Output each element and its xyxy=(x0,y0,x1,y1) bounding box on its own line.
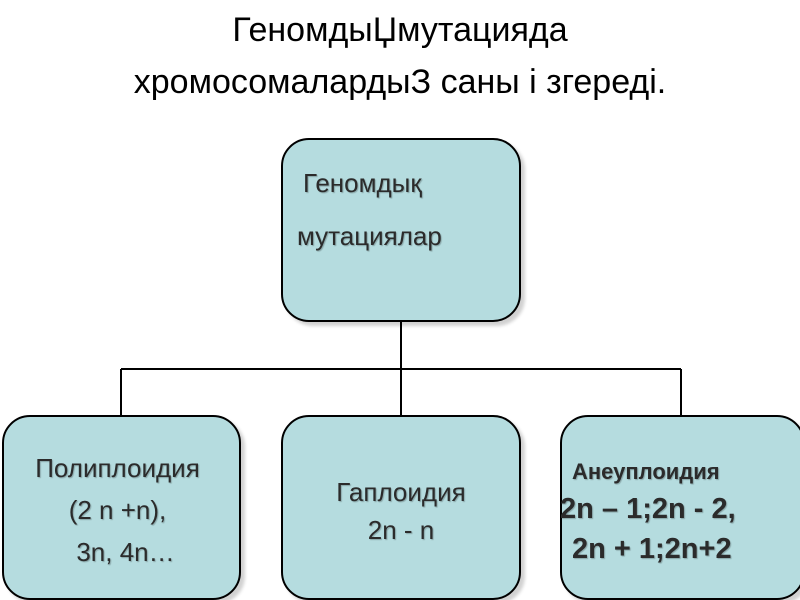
node-haploidy: Гаплоидия 2n - n xyxy=(281,415,521,600)
node-genomic-mutations: Геномдық мутациялар xyxy=(281,138,521,322)
node-aneuploidy-line-1: Анеуплоидия xyxy=(572,459,720,484)
node-aneuploidy-line-3: 2n + 1;2n+2 xyxy=(572,533,732,565)
slide-title-line-1: ГеномдыЏмутацияда xyxy=(232,11,568,49)
node-aneuploidy-line-2: 2n – 1;2n - 2, xyxy=(560,493,736,525)
node-polyploidy: Полиплоидия (2 n +n), 3n, 4n… xyxy=(2,415,241,600)
node-polyploidy-line-3: 3n, 4n… xyxy=(76,537,175,567)
node-polyploidy-line-1: Полиплоидия xyxy=(35,453,200,483)
node-root-line-1: Геномдық xyxy=(303,168,422,198)
node-aneuploidy: Анеуплоидия 2n – 1;2n - 2, 2n + 1;2n+2 xyxy=(560,415,800,600)
node-root-line-2: мутациялар xyxy=(297,221,442,251)
slide-title-line-2: хромосомалардыЗ саны і згереді. xyxy=(133,63,667,101)
node-haploidy-line-2: 2n - n xyxy=(367,515,435,545)
node-haploidy-line-1: Гаплоидия xyxy=(336,477,466,507)
node-polyploidy-line-2: (2 n +n), xyxy=(68,495,167,525)
